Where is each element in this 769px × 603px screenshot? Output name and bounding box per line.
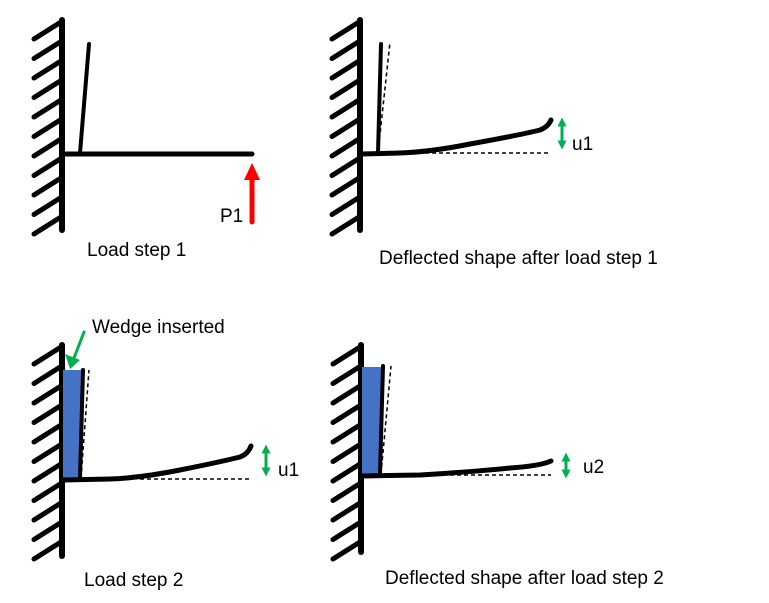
wall-hatch-mark: [31, 97, 64, 120]
caption-load-step-2: Load step 2: [84, 570, 183, 591]
wall-hatch-mark: [31, 156, 64, 178]
wall-hatch-mark: [330, 461, 363, 484]
wall-hatch-mark: [329, 214, 362, 237]
wall-hatch-mark: [31, 117, 64, 139]
vertical-member-deflected: [378, 364, 385, 476]
wall-hatch-mark: [31, 461, 64, 484]
fixed-wall-icon: [330, 342, 364, 562]
pointer-arrow-icon: [65, 330, 86, 369]
wall-hatch-mark: [31, 422, 64, 445]
wall-hatch-mark: [330, 520, 363, 542]
fixed-wall-icon: [31, 17, 65, 237]
deflected-beam: [60, 443, 254, 483]
vertical-member: [78, 42, 91, 155]
wall-hatch-mark: [31, 78, 64, 100]
wedge-inserted-annotation: Wedge inserted: [92, 317, 225, 338]
displacement-label-u2: u2: [583, 457, 604, 478]
wall-hatch-mark: [329, 58, 362, 81]
wall-hatch-mark: [330, 344, 363, 367]
wall-hatch-mark: [330, 364, 363, 386]
wall-hatch-mark: [31, 58, 64, 81]
wall-hatch-mark: [330, 481, 363, 503]
original-vertical-dashed: [377, 41, 391, 154]
wedge-icon: [362, 367, 382, 474]
wall-hatch-mark: [31, 195, 64, 217]
load-label-p1: P1: [220, 206, 243, 227]
wall-hatch-mark: [329, 117, 362, 139]
fixed-wall-icon: [329, 17, 363, 237]
wall-hatch-mark: [31, 344, 64, 367]
caption-load-step-1: Load step 1: [87, 240, 186, 261]
vertical-member-deflected: [376, 42, 383, 155]
deflected-beam: [358, 117, 554, 157]
wall-hatch-mark: [330, 422, 363, 445]
upward-load-arrow-icon: [244, 163, 260, 225]
wall-hatch-mark: [330, 403, 363, 425]
wall-hatch-mark: [31, 520, 64, 542]
panel-load-step-1: P1 Load step 1: [31, 17, 260, 261]
wall-hatch-mark: [330, 539, 363, 562]
wall-hatch-mark: [329, 97, 362, 120]
wall-hatch-mark: [31, 500, 64, 523]
panel-deflected-step-2: u2 Deflected shape after load step 2: [330, 342, 664, 589]
wall-hatch-mark: [330, 500, 363, 523]
wedge-icon: [63, 370, 81, 478]
wall-hatch-mark: [329, 136, 362, 159]
wall-hatch-mark: [31, 481, 64, 503]
wall-hatch-mark: [330, 383, 363, 406]
wall-hatch-mark: [31, 539, 64, 562]
wall-hatch-mark: [31, 383, 64, 406]
wall-hatch-mark: [31, 19, 64, 42]
panel-load-step-2: Wedge inserted u1 Load step 2: [31, 317, 299, 591]
displacement-label-u1: u1: [278, 460, 299, 481]
wall-hatch-mark: [329, 78, 362, 100]
wall-hatch-mark: [31, 136, 64, 159]
wall-hatch-mark: [329, 19, 362, 42]
displacement-label-u1: u1: [572, 134, 593, 155]
wall-hatch-mark: [31, 175, 64, 198]
caption-deflected-step-1: Deflected shape after load step 1: [379, 248, 658, 269]
wall-hatch-mark: [31, 403, 64, 425]
wall-hatch-mark: [329, 195, 362, 217]
vertical-member-deflected: [78, 368, 85, 480]
wall-hatch-mark: [329, 175, 362, 198]
wall-hatch-mark: [31, 214, 64, 237]
deflected-beam: [359, 458, 554, 479]
wall-hatch-mark: [31, 39, 64, 61]
wall-hatch-mark: [31, 442, 64, 464]
fixed-wall-icon: [31, 342, 65, 562]
panel-deflected-step-1: u1 Deflected shape after load step 1: [329, 17, 658, 269]
wall-hatch-mark: [329, 156, 362, 178]
wall-hatch-mark: [329, 39, 362, 61]
wall-hatch-mark: [31, 364, 64, 386]
wall-hatch-mark: [330, 442, 363, 464]
caption-deflected-step-2: Deflected shape after load step 2: [385, 568, 664, 589]
